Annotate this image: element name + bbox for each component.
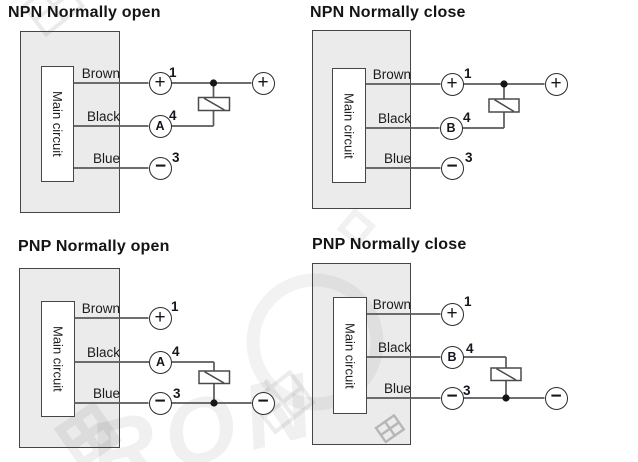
main-circuit-box: Main circuit [333,297,367,414]
wire-label-black: Black [377,111,411,126]
main-circuit-label: Main circuit [341,92,357,159]
diagram-title-pnp-no: PNP Normally open [18,238,170,255]
wire-label-blue: Blue [383,381,411,396]
main-circuit-box: Main circuit [41,66,74,182]
terminal-minus-circle: − [440,386,464,410]
pin-number: 4 [169,108,177,123]
wire-label-blue: Blue [92,386,120,401]
watermark-cjk-mark-small [374,413,406,444]
terminal-plus-circle: + [440,302,464,326]
supply-terminal-circle: + [544,72,568,96]
wire-label-blue: Blue [383,151,411,166]
watermark-arc [246,273,384,411]
terminal-output-circle: A [149,350,172,374]
junction-dot [210,399,218,407]
terminal-output-circle: A [148,114,172,138]
wire-label-brown: Brown [372,67,411,82]
pin-number: 1 [169,65,177,80]
terminal-minus-circle: − [149,156,172,180]
watermark-block [336,207,377,248]
relay-load-symbol [490,367,522,382]
junction-dot [209,79,218,87]
wire-label-black: Black [377,340,411,355]
main-circuit-box: Main circuit [332,68,366,183]
watermark-block [53,400,122,462]
relay-load-symbol [197,96,231,112]
main-circuit-label: Main circuit [50,91,65,157]
pin-number: 3 [463,383,471,398]
relay-load-symbol [488,98,520,113]
main-circuit-box: Main circuit [41,301,75,417]
terminal-plus-circle: + [440,72,464,96]
terminal-output-circle: B [440,345,464,369]
wire-label-brown: Brown [81,301,120,316]
wire-label-brown: Brown [372,297,411,312]
watermark-cjk-mark [21,0,86,38]
diagram-title-npn-no: NPN Normally open [8,4,161,21]
terminal-minus-circle: − [148,391,172,415]
pin-number: 3 [173,386,181,401]
pin-number: 4 [172,344,180,359]
main-circuit-label: Main circuit [342,322,358,389]
wire-label-black: Black [86,109,120,124]
main-circuit-label: Main circuit [50,326,66,392]
pin-number: 3 [172,150,180,165]
pin-number: 3 [465,150,473,165]
pin-number: 1 [171,299,179,314]
diagram-title-pnp-nc: PNP Normally close [312,236,467,253]
terminal-plus-circle: + [148,306,172,330]
pin-number: 4 [463,110,471,125]
terminal-plus-circle: + [148,71,172,95]
junction-dot [502,394,510,402]
pin-number: 1 [464,66,472,81]
wire-label-brown: Brown [81,66,120,81]
pin-number: 1 [464,294,472,309]
pin-number: 4 [466,341,474,356]
wire-label-blue: Blue [92,151,120,166]
terminal-output-circle: B [439,116,463,140]
junction-dot [500,80,508,88]
supply-terminal-circle: + [251,71,275,95]
terminal-minus-circle: − [440,156,464,180]
supply-terminal-circle: − [544,386,568,410]
supply-terminal-circle: − [251,391,275,415]
diagram-title-npn-nc: NPN Normally close [310,4,466,21]
wire-label-black: Black [86,345,120,360]
relay-load-symbol [198,370,231,385]
